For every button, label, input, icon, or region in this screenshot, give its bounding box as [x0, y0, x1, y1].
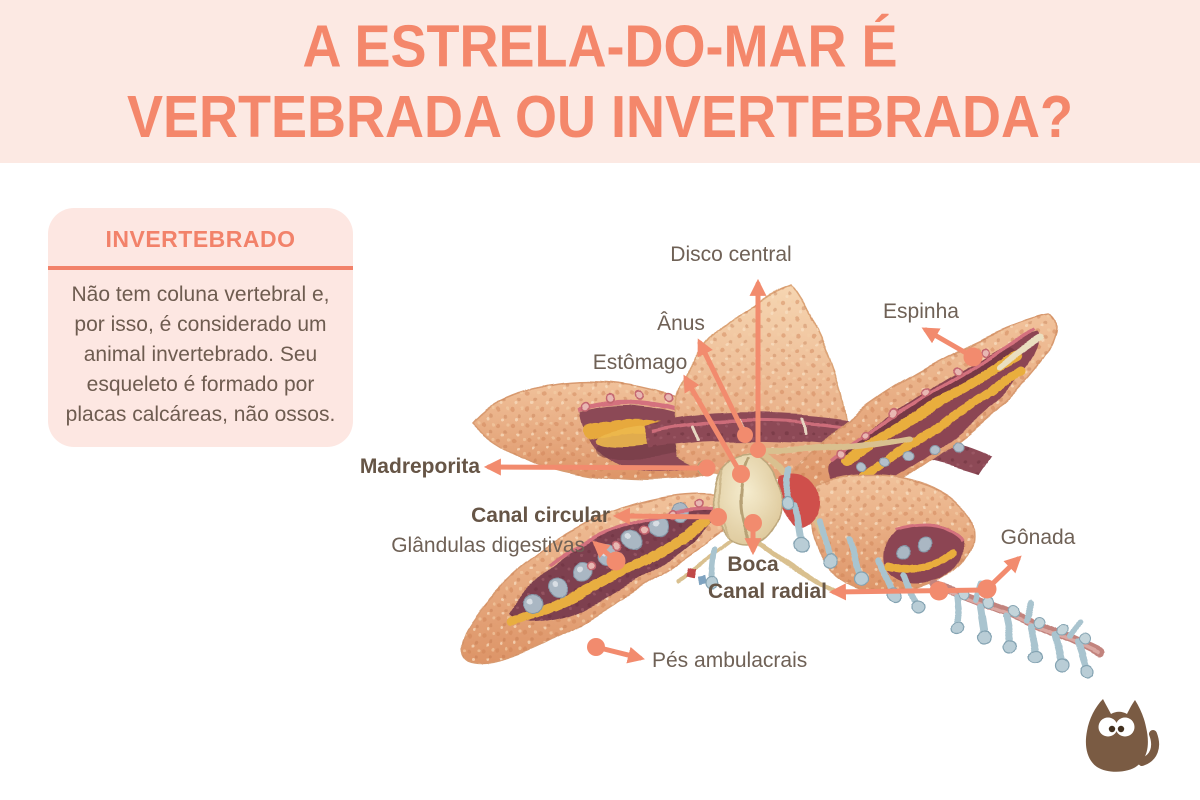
header-banner: A ESTRELA-DO-MAR É VERTEBRADA OU INVERTE…: [0, 0, 1200, 163]
cat-eye-left: [1098, 717, 1118, 737]
arrow-anus: [697, 338, 748, 438]
info-card-text-line: por isso, é considerado um: [74, 313, 327, 336]
arrow-estomago: [683, 374, 744, 477]
label-espinha: Espinha: [883, 300, 959, 323]
page-title: A ESTRELA-DO-MAR É VERTEBRADA OU INVERTE…: [127, 11, 1073, 152]
arrow-canal-circular: [612, 507, 721, 525]
info-card-title: INVERTEBRADO: [105, 226, 296, 252]
label-glandulas-digestivas: Glândulas digestivas: [391, 534, 585, 557]
cat-pupil-right: [1117, 725, 1125, 733]
arrow-madreporita: [483, 458, 710, 476]
info-card-text-line: esqueleto é formado por: [86, 373, 315, 396]
cat-pupil-left: [1108, 725, 1116, 733]
label-disco-central: Disco central: [670, 243, 792, 266]
cat-icon: [1085, 699, 1160, 772]
cat-tail: [1138, 730, 1160, 766]
label-canal-radial: Canal radial: [707, 580, 827, 603]
label-pes-ambulacrais: Pés ambulacrais: [652, 649, 808, 672]
cat-eye-right: [1115, 717, 1135, 737]
info-card-text-line: Não tem coluna vertebral e,: [71, 283, 330, 306]
invertebrate-info-card: INVERTEBRADO Não tem coluna vertebral e,…: [48, 208, 353, 447]
label-estomago: Estômago: [592, 351, 688, 374]
page-title-line2: VERTEBRADA OU INVERTEBRADA?: [126, 83, 1074, 150]
arrow-canal-radial: [828, 583, 990, 601]
label-madreporita: Madreporita: [359, 455, 480, 478]
label-gonada: Gônada: [1000, 526, 1076, 549]
starfish-arm-lower-left: [458, 493, 747, 664]
label-anus: Ânus: [657, 312, 705, 335]
label-boca: Boca: [727, 553, 779, 576]
cat-body: [1085, 699, 1148, 772]
info-card-text-line: placas calcáreas, não ossos.: [65, 403, 336, 426]
label-canal-circular: Canal circular: [471, 504, 610, 527]
page-title-line1: A ESTRELA-DO-MAR É: [302, 13, 898, 80]
starfish-arm-lower-right: [809, 475, 1105, 679]
callout-arrows: [483, 278, 1022, 664]
arrow-anchor-dots: [587, 347, 997, 656]
info-card-divider: [48, 266, 353, 270]
starfish-painting: [458, 285, 1105, 679]
info-card-text-line: animal invertebrado. Seu: [83, 343, 318, 366]
